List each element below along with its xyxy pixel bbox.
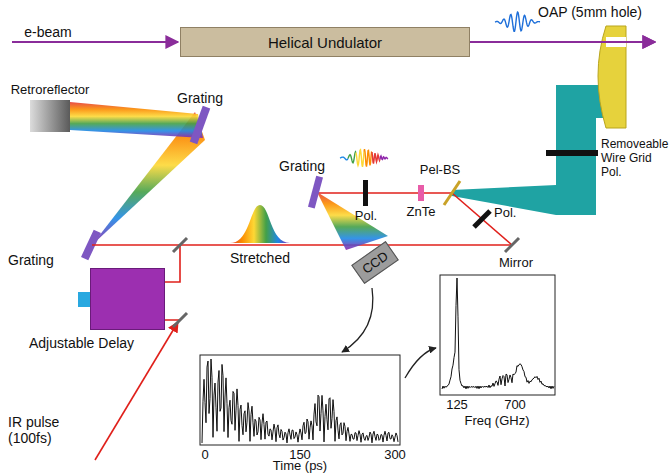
chirped-probe-pulse (356, 150, 364, 167)
chirped-probe-pulse (340, 157, 348, 160)
part-label: Grating (279, 158, 325, 174)
undulator-box: Helical Undulator (180, 27, 470, 57)
axis-label: 700 (504, 398, 526, 413)
part-label: Stretched (230, 250, 290, 266)
grating (190, 106, 211, 144)
dispersed-beam (317, 192, 388, 250)
part-label: Mirror (499, 256, 533, 271)
freq-trace (442, 278, 554, 389)
thz-pulse (495, 12, 540, 31)
time-plot-frame (200, 355, 400, 445)
part-label: Pel-BS (420, 163, 460, 178)
axis-label: 0 (201, 448, 208, 463)
node-heading: Adjustable Delay (29, 335, 134, 351)
axis-label: 125 (446, 398, 468, 413)
electron-beam (470, 41, 655, 43)
part-label: OAP (5mm hole) (538, 4, 642, 20)
delay-box: Adjustable Delay (90, 268, 165, 330)
probe-beam (318, 192, 452, 194)
flow-arrow (405, 348, 436, 378)
flow-arrow (342, 288, 373, 352)
part-label: ZnTe (407, 205, 436, 220)
electron-beam (12, 41, 178, 43)
axis-label: Time (ps) (273, 459, 327, 474)
chirped-probe-pulse (380, 156, 388, 160)
part-label: Removeable Wire Grid Pol. (601, 138, 667, 179)
node-title: CCD (359, 248, 391, 276)
ccd-box: CCD (351, 240, 399, 283)
polarizer (363, 180, 368, 206)
freq-plot-frame (440, 275, 555, 395)
electron-beam (596, 41, 655, 43)
thz-beam (452, 85, 612, 215)
chirped-probe-pulse (372, 152, 380, 164)
pellicle-beamsplitter (444, 181, 460, 205)
part-label: Pol. (494, 206, 516, 221)
part-label: e-beam (24, 24, 71, 40)
dispersed-beam (70, 102, 203, 138)
laser-beam (92, 244, 512, 246)
mirror (173, 238, 187, 252)
part-label: Grating (177, 90, 223, 106)
chirped-probe-pulse (364, 149, 372, 167)
stretched-pulse (230, 205, 290, 243)
grating (308, 176, 323, 209)
part-label: IR pulse (100fs) (8, 414, 83, 446)
mirror (173, 313, 187, 327)
part-label: Grating (8, 252, 54, 268)
retroreflector-box: Retroreflector (30, 100, 70, 132)
axis-label: Freq (GHz) (465, 414, 530, 429)
part-label: Pol. (355, 209, 377, 224)
time-trace (202, 359, 398, 443)
znte-crystal (418, 185, 424, 201)
axis-label: 300 (384, 448, 406, 463)
node-heading: Retroreflector (11, 82, 90, 97)
node-title: Helical Undulator (268, 34, 382, 51)
chirped-probe-pulse (348, 152, 356, 163)
polarizer (474, 211, 490, 227)
mirror (505, 238, 519, 252)
wire-grid-polarizer (546, 150, 598, 156)
